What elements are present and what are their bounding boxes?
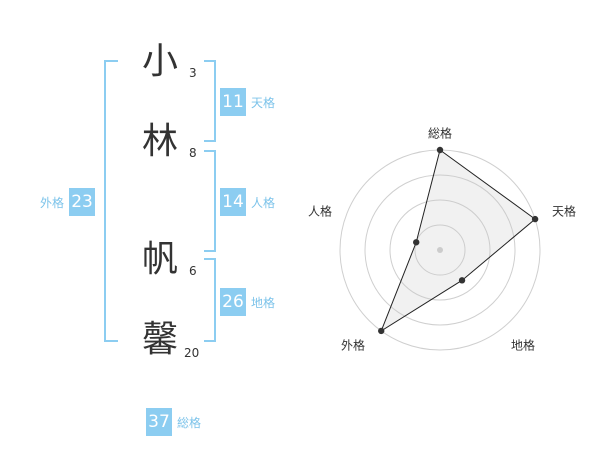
chikaku-label: 地格 bbox=[251, 295, 276, 310]
radar-point-2 bbox=[531, 215, 539, 223]
gaikaku-score: 外格 23 bbox=[40, 188, 96, 216]
radar-area bbox=[380, 149, 536, 333]
stroke-count-4: 20 bbox=[184, 346, 200, 360]
radar-point-4 bbox=[378, 327, 385, 335]
radar-point-1 bbox=[436, 146, 444, 154]
gaikaku-value: 23 bbox=[69, 188, 96, 216]
radar-axis-label-5: 人格 bbox=[308, 204, 332, 219]
name-char-4: 馨 bbox=[141, 319, 178, 360]
radar-axis-label-4: 外格 bbox=[341, 338, 365, 353]
stroke-count-2: 8 bbox=[189, 146, 197, 160]
jinkaku-score: 14 人格 bbox=[220, 188, 275, 216]
radar-ring-2 bbox=[389, 199, 491, 301]
soukaku-label: 総格 bbox=[177, 415, 202, 430]
jinkaku-value: 14 bbox=[220, 188, 246, 216]
radar-axis-label-1: 総格 bbox=[428, 126, 452, 141]
chikaku-score: 26 地格 bbox=[220, 288, 275, 316]
chikaku-bracket bbox=[204, 258, 216, 342]
tenkaku-bracket bbox=[204, 60, 216, 142]
tenkaku-label: 天格 bbox=[251, 95, 276, 110]
name-char-1: 小 bbox=[141, 41, 178, 82]
jinkaku-bracket bbox=[204, 150, 216, 252]
stroke-count-3: 6 bbox=[189, 264, 197, 278]
name-char-3: 帆 bbox=[141, 239, 178, 280]
radar-ring-3 bbox=[364, 174, 516, 326]
gaikaku-bracket bbox=[104, 60, 118, 342]
radar-axis-label-3: 地格 bbox=[511, 338, 535, 353]
gaikaku-label: 外格 bbox=[40, 195, 65, 210]
radar-axis-label-2: 天格 bbox=[552, 204, 576, 219]
tenkaku-value: 11 bbox=[220, 88, 246, 116]
radar-point-5 bbox=[413, 239, 420, 246]
chikaku-value: 26 bbox=[220, 288, 246, 316]
soukaku-value: 37 bbox=[146, 408, 172, 436]
radar-center bbox=[437, 247, 443, 253]
soukaku-score: 37 総格 bbox=[146, 408, 201, 436]
tenkaku-score: 11 天格 bbox=[220, 88, 275, 116]
radar-ring-1 bbox=[414, 224, 466, 276]
radar-point-3 bbox=[458, 277, 466, 284]
name-char-2: 林 bbox=[141, 121, 178, 162]
jinkaku-label: 人格 bbox=[251, 195, 276, 210]
stroke-count-1: 3 bbox=[189, 66, 197, 80]
